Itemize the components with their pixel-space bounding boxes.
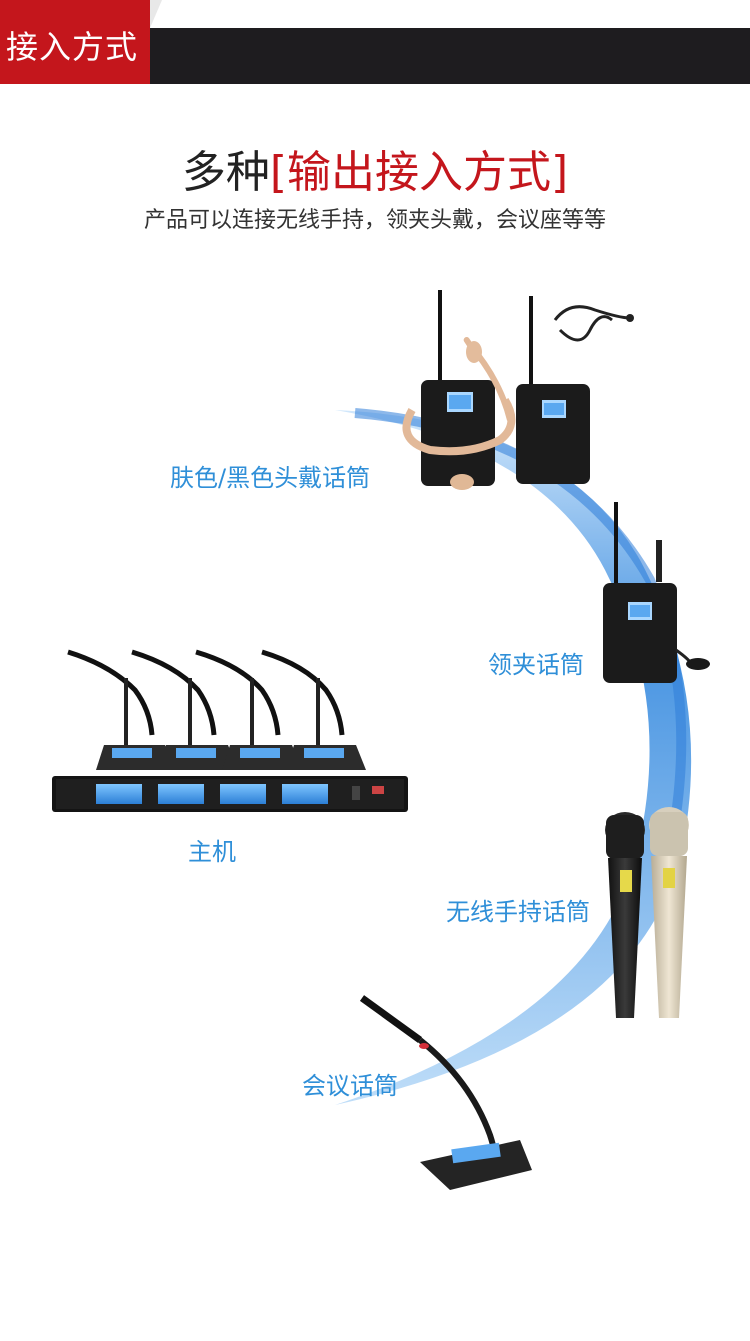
gooseneck-mic-1 xyxy=(67,649,175,770)
bodypack-left xyxy=(402,290,516,490)
receiver-unit xyxy=(52,649,408,812)
header-notch xyxy=(150,0,162,28)
handheld-black xyxy=(605,812,645,1018)
blue-arc xyxy=(335,410,692,1105)
gooseneck-mic-3 xyxy=(195,649,302,770)
label-handheld: 无线手持话筒 xyxy=(446,898,590,926)
gooseneck-mic-2 xyxy=(131,649,238,770)
label-lapel: 领夹话筒 xyxy=(488,651,584,679)
section-header: 接入方式 xyxy=(0,0,750,84)
headline-accent: 输出接入方式 xyxy=(287,147,551,198)
header-dark-band xyxy=(150,28,750,84)
label-headset: 肤色/黑色头戴话筒 xyxy=(170,464,371,492)
subheadline: 产品可以连接无线手持，领夹头戴，会议座等等 xyxy=(143,208,606,233)
headline: 多种[输出接入方式] xyxy=(0,136,750,200)
lapel-bodypack xyxy=(603,502,710,683)
conference-mic xyxy=(359,995,532,1190)
headline-prefix: 多种 xyxy=(181,147,270,198)
headline-bracket-close: ] xyxy=(551,147,569,198)
header-title: 接入方式 xyxy=(6,28,139,66)
gooseneck-mic-4 xyxy=(261,649,366,770)
handheld-gold xyxy=(649,807,689,1018)
headline-bracket-open: [ xyxy=(269,147,287,198)
label-host: 主机 xyxy=(188,838,236,866)
header-red-tab xyxy=(0,0,150,84)
label-conference: 会议话筒 xyxy=(302,1072,398,1100)
bodypack-right xyxy=(516,296,634,484)
